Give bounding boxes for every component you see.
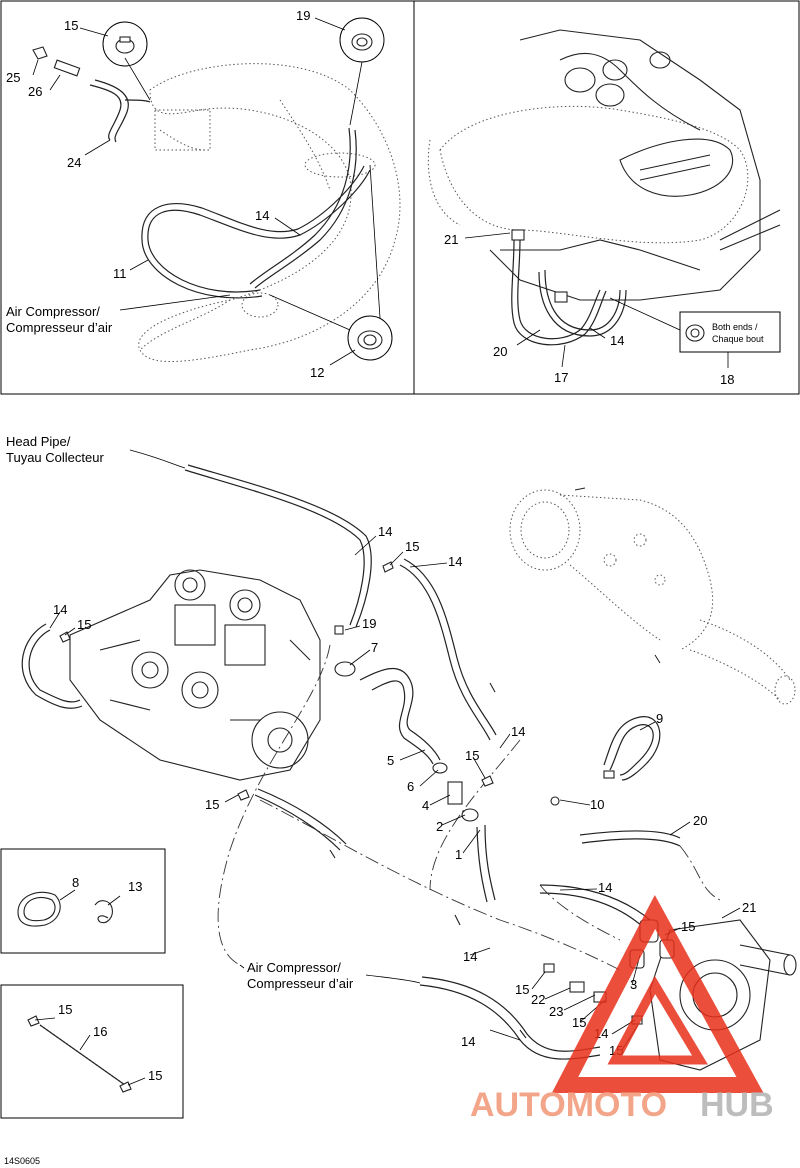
head-pipe-label-1: Head Pipe/: [6, 434, 71, 449]
air-compressor-label-main-1: Air Compressor/: [247, 960, 341, 975]
callout-15-main-b: 15: [77, 617, 91, 632]
callout-22-main: 22: [531, 992, 545, 1007]
chaque-bout-text: Chaque bout: [712, 334, 764, 344]
callout-19-tl: 19: [296, 8, 310, 23]
callout-14-main-f: 14: [463, 949, 477, 964]
callout-3-main: 3: [630, 977, 637, 992]
callout-14-tl: 14: [255, 208, 269, 223]
callout-14-main-e: 14: [598, 880, 612, 895]
callout-15-main-e: 15: [681, 919, 695, 934]
callout-19-main: 19: [362, 616, 376, 631]
air-compressor-label-main-2: Compresseur d’air: [247, 976, 354, 991]
callout-26-tl: 26: [28, 84, 42, 99]
inset-spring-panel: [0, 984, 184, 1119]
callout-15-main-a: 15: [405, 539, 419, 554]
engine-block-main: [69, 569, 321, 781]
callout-14-main-a: 14: [378, 524, 392, 539]
callout-20-main: 20: [693, 813, 707, 828]
callout-12-tl: 12: [310, 365, 324, 380]
callout-9-main: 9: [656, 711, 663, 726]
inset-gasket-panel: [0, 848, 166, 954]
air-compressor-body: [629, 919, 797, 1071]
callout-15-main-f: 15: [515, 982, 529, 997]
hose-loop-17-20: [511, 229, 627, 346]
callout-8-inset: 8: [72, 875, 79, 890]
callout-18-tr: 18: [720, 372, 734, 387]
connector-parts-main: [59, 561, 643, 1039]
clamp-both-ends-box: Both ends / Chaque bout: [679, 311, 781, 353]
air-compressor-label-tl-2: Compresseur d’air: [6, 320, 113, 335]
callout-6-main: 6: [407, 779, 414, 794]
callout-14-main-d: 14: [511, 724, 525, 739]
top-right-panel: [413, 0, 800, 395]
hoses-main: [21, 464, 721, 1060]
callout-17-tr: 17: [554, 370, 568, 385]
callout-16-inset: 16: [93, 1024, 107, 1039]
callout-15-main-c: 15: [465, 748, 479, 763]
air-compressor-label-tl-1: Air Compressor/: [6, 304, 100, 319]
hose-24: [32, 46, 151, 143]
callout-14-tr: 14: [610, 333, 624, 348]
automotohub-watermark: [551, 895, 764, 1093]
both-ends-text: Both ends /: [712, 322, 758, 332]
gasket-8-and-clip-13: [17, 891, 113, 927]
callout-14-main-c: 14: [53, 602, 67, 617]
callout-10-main: 10: [590, 797, 604, 812]
callout-25-tl: 25: [6, 70, 20, 85]
callout-21-tr: 21: [444, 232, 458, 247]
callout-20-tr: 20: [493, 344, 507, 359]
head-pipe-label-2: Tuyau Collecteur: [6, 450, 104, 465]
clamp-icon-12-tl: [347, 315, 393, 361]
tuned-pipe-drawing: [138, 63, 401, 363]
muffler-main: [509, 487, 796, 705]
hose-loop-11: [141, 127, 371, 299]
figure-code: 14S0605: [4, 1156, 40, 1166]
callout-2-main: 2: [436, 819, 443, 834]
callout-14-main-h: 14: [461, 1034, 475, 1049]
callout-23-main: 23: [549, 1004, 563, 1019]
callout-4-main: 4: [422, 798, 429, 813]
callout-21-main: 21: [742, 900, 756, 915]
clamp-icon-15-tl: [102, 21, 148, 67]
clamp-icon-19-tl: [339, 17, 385, 63]
callout-15-main-g: 15: [572, 1015, 586, 1030]
spring-16: [27, 1015, 132, 1093]
callout-15-inset-b: 15: [148, 1068, 162, 1083]
callout-7-main: 7: [371, 640, 378, 655]
watermark-automoto: AUTOMOTO: [470, 1086, 667, 1124]
callout-13-inset: 13: [128, 879, 142, 894]
callout-15-tl: 15: [64, 18, 78, 33]
callout-11-tl: 11: [113, 266, 127, 281]
engine-assembly-top-right: [427, 29, 781, 301]
watermark-hub: HUB: [700, 1086, 774, 1124]
callout-15-main-d: 15: [205, 797, 219, 812]
callout-14-main-b: 14: [448, 554, 462, 569]
callout-15-inset-a: 15: [58, 1002, 72, 1017]
callout-1-main: 1: [455, 847, 462, 862]
callout-24-tl: 24: [67, 155, 81, 170]
callout-5-main: 5: [387, 753, 394, 768]
